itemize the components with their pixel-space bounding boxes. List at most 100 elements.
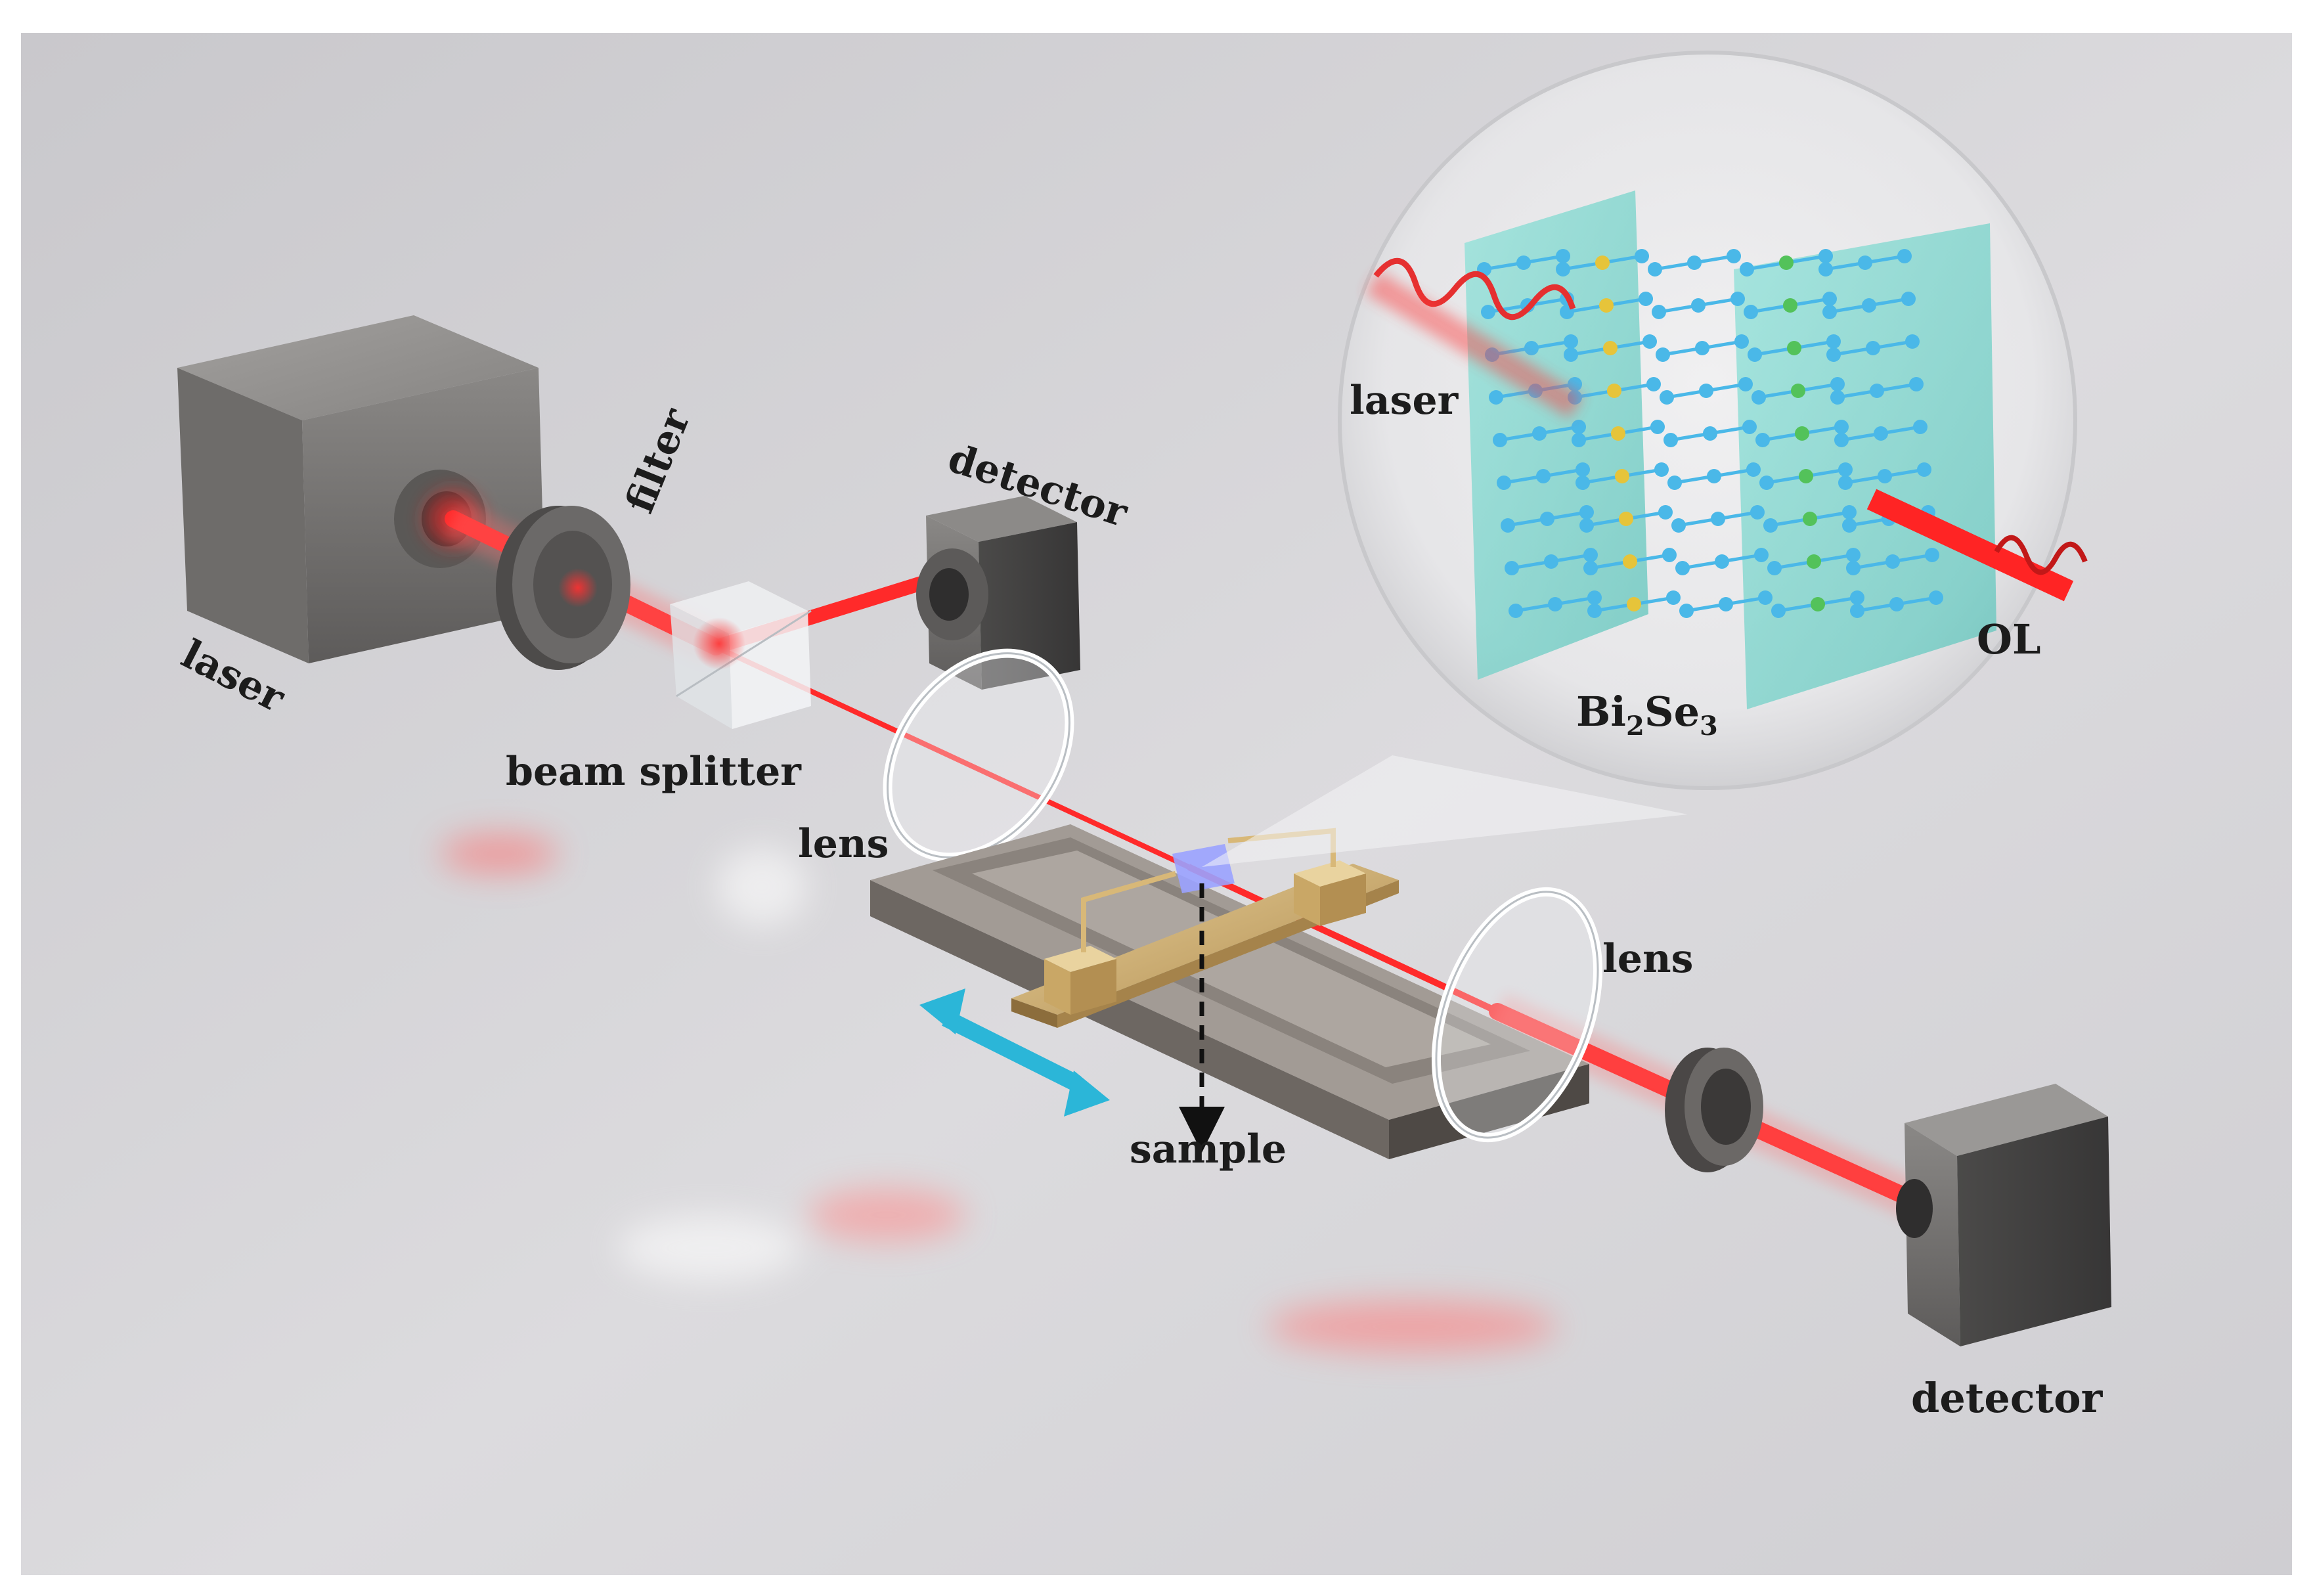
detector-bottom-box [1896, 1084, 2111, 1346]
lattice-atom [1648, 262, 1662, 277]
lattice-atom [1905, 334, 1920, 349]
lattice-atom [1925, 548, 1939, 562]
lattice-atom [1711, 512, 1725, 526]
lattice-atom [1671, 518, 1686, 533]
material-bi: Bi [1576, 688, 1626, 736]
inset-magnified-view [1338, 51, 2088, 790]
lattice-atom [1691, 298, 1706, 313]
lattice-atom [1803, 512, 1817, 526]
lattice-atom [1838, 462, 1853, 477]
lattice-atom [1834, 433, 1849, 447]
lattice-atom [1703, 426, 1717, 441]
lattice-atom [1548, 597, 1562, 611]
lattice-atom [1658, 505, 1673, 520]
lattice-atom [1830, 377, 1845, 391]
crystal-plate-left [1465, 190, 1648, 680]
sample-label: sample [1130, 1126, 1287, 1172]
lattice-atom [1579, 505, 1594, 520]
lattice-atom [1564, 347, 1578, 362]
lattice-atom [1675, 561, 1690, 575]
lattice-atom [1850, 604, 1864, 618]
lattice-atom [1822, 305, 1837, 319]
material-se: Se [1644, 688, 1700, 736]
lattice-atom [1878, 469, 1892, 483]
lattice-atom [1750, 505, 1765, 520]
lattice-atom [1623, 554, 1637, 569]
lattice-atom [1568, 377, 1582, 391]
lattice-atom [1929, 590, 1943, 605]
aperture-ring [1665, 1048, 1763, 1172]
lattice-atom [1862, 298, 1876, 313]
lattice-atom [1748, 347, 1762, 362]
lattice-atom [1740, 262, 1754, 277]
lattice-atom [1650, 420, 1665, 434]
lattice-atom [1481, 305, 1495, 319]
beam-splitter-label: beam splitter [506, 749, 802, 795]
lattice-atom [1556, 249, 1570, 263]
lattice-atom [1493, 433, 1507, 447]
lattice-atom [1826, 334, 1841, 349]
lattice-atom [1858, 255, 1872, 270]
lattice-atom [1727, 249, 1741, 263]
lattice-atom [1639, 292, 1653, 306]
lattice-atom [1885, 554, 1900, 569]
lattice-atom [1874, 426, 1888, 441]
lattice-atom [1799, 469, 1813, 483]
stage-motion-arrow [919, 988, 1110, 1117]
lattice-atom [1715, 554, 1729, 569]
filter-disc [496, 506, 630, 670]
lattice-atom [1870, 384, 1884, 398]
lattice-atom [1791, 384, 1805, 398]
material-sub-2: 2 [1626, 711, 1644, 742]
lattice-atom [1755, 433, 1770, 447]
lens-left-label: lens [798, 821, 889, 867]
lattice-atom [1818, 262, 1833, 277]
inset-laser-label: laser [1350, 378, 1459, 424]
lattice-atom [1607, 384, 1621, 398]
lattice-atom [1846, 561, 1861, 575]
lattice-atom [1505, 561, 1519, 575]
atomic-lattice [1477, 249, 1943, 618]
lattice-atom [1575, 476, 1590, 490]
lens-left [883, 648, 1074, 862]
floor-reflections [440, 834, 1556, 1353]
lattice-atom [1763, 518, 1778, 533]
gold-pad-right [1294, 860, 1366, 926]
lattice-atom [1564, 334, 1578, 349]
lattice-atom [1811, 597, 1825, 611]
lattice-atom [1783, 298, 1797, 313]
lattice-atom [1635, 249, 1649, 263]
lattice-atom [1913, 420, 1928, 434]
lattice-atom [1501, 518, 1515, 533]
lattice-atom [1889, 597, 1904, 611]
lattice-atom [1575, 462, 1590, 477]
lattice-atom [1654, 462, 1669, 477]
lattice-atom [1846, 548, 1861, 562]
lattice-atom [1754, 548, 1769, 562]
lattice-atom [1746, 462, 1761, 477]
detector-top-box [916, 496, 1080, 690]
lattice-atom [1536, 469, 1551, 483]
lattice-atom [1544, 554, 1558, 569]
lattice-atom [1509, 604, 1523, 618]
sample-holder [1011, 828, 1399, 1028]
lattice-atom [1917, 462, 1931, 477]
lattice-atom [1642, 334, 1657, 349]
lattice-atom [1734, 334, 1749, 349]
lattice-atom [1842, 505, 1857, 520]
lattice-atom [1663, 433, 1678, 447]
inset-material-label: Bi2Se3 [1576, 688, 1718, 742]
lattice-atom [1656, 347, 1670, 362]
lattice-atom [1738, 377, 1753, 391]
lattice-atom [1611, 426, 1625, 441]
lattice-atom [1744, 305, 1758, 319]
lattice-atom [1583, 548, 1598, 562]
lattice-atom [1830, 390, 1845, 405]
lattice-atom [1579, 518, 1594, 533]
lattice-atom [1751, 390, 1766, 405]
detector-bottom-label: detector [1911, 1374, 2104, 1422]
lattice-atom [1779, 255, 1794, 270]
lens-right [1431, 887, 1603, 1143]
lattice-atom [1909, 377, 1924, 391]
